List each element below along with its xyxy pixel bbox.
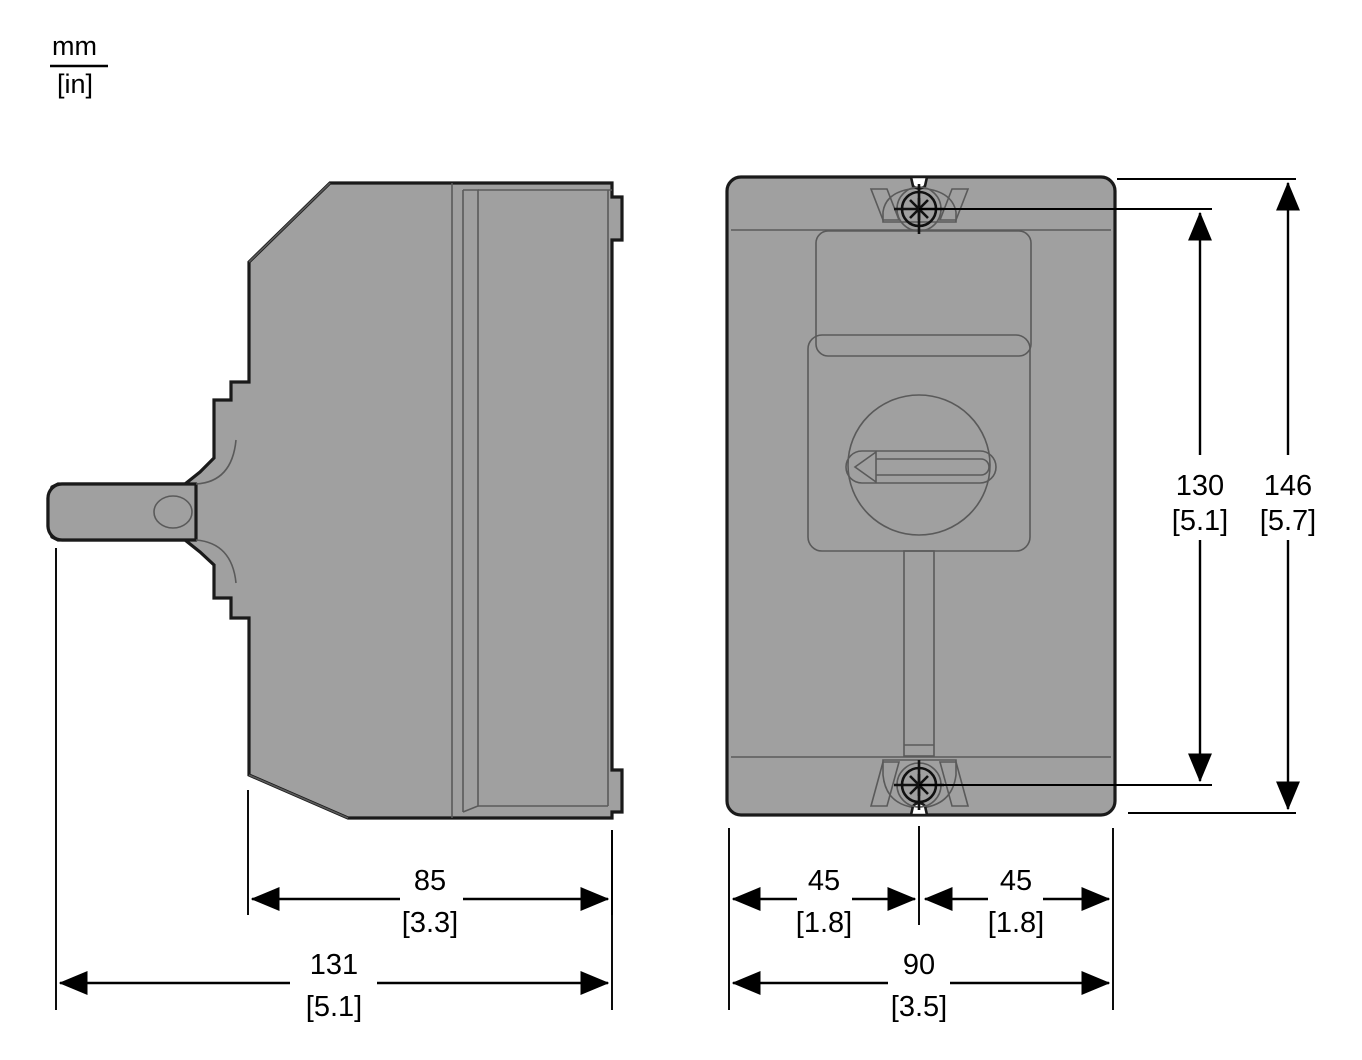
side-view-neck-fillet-bottom <box>195 539 237 584</box>
side-view-pivot-boss-circle <box>153 495 193 529</box>
front-view-center-shaft <box>903 550 935 757</box>
dimension-45-right: 45 [1.8] <box>923 865 1111 939</box>
front-view-rotary-knob-disc <box>847 394 991 536</box>
front-view-knob-pointer-triangle <box>853 450 877 484</box>
dim-text-90-mm: 90 <box>903 949 935 981</box>
dim-text-130-in: [5.1] <box>1172 505 1228 537</box>
dim-text-131-in: [5.1] <box>306 991 362 1023</box>
front-view-dimensions: 45 [1.8] 45 [1.8] 90 [3.5] <box>728 178 1316 1023</box>
dim-text-131-mm: 131 <box>310 949 358 981</box>
dim-text-85-in: [3.3] <box>402 907 458 939</box>
side-view <box>46 181 624 820</box>
side-view-handle-grip <box>46 482 198 542</box>
dim-text-45r-in: [1.8] <box>988 907 1044 939</box>
side-view-neck-fillet-top <box>195 439 237 485</box>
side-view-seam-cover-edge <box>462 189 479 813</box>
front-view-knob-pointer-slot <box>845 450 997 484</box>
front-view <box>725 175 1117 817</box>
unit-legend-mm: mm <box>52 31 97 61</box>
dim-text-85-mm: 85 <box>414 865 446 897</box>
dim-text-146-mm: 146 <box>1264 470 1312 502</box>
dimension-45-left: 45 [1.8] <box>731 865 917 939</box>
front-view-knob-slot-groove <box>876 458 990 476</box>
dim-text-45l-mm: 45 <box>808 865 840 897</box>
dimension-146: 146 [5.7] <box>1260 181 1316 811</box>
dim-text-146-in: [5.7] <box>1260 505 1316 537</box>
unit-legend-in: [in] <box>57 69 93 99</box>
dim-text-90-in: [3.5] <box>891 991 947 1023</box>
dimension-90: 90 [3.5] <box>731 949 1111 1023</box>
side-view-chamfer-lower-left <box>248 774 349 819</box>
unit-legend: mm [in] <box>50 31 108 99</box>
dim-text-45r-mm: 45 <box>1000 865 1032 897</box>
front-view-enclosure-body <box>725 175 1117 817</box>
dim-text-45l-in: [1.8] <box>796 907 852 939</box>
side-view-dimensions: 85 [3.3] 131 [5.1] <box>55 548 613 1023</box>
dim-text-130-mm: 130 <box>1176 470 1224 502</box>
side-view-chamfer-upper-left <box>248 182 331 263</box>
dimension-85: 85 [3.3] <box>250 865 610 939</box>
dimension-131: 131 [5.1] <box>58 949 610 1023</box>
dimension-130: 130 [5.1] <box>1172 211 1228 783</box>
